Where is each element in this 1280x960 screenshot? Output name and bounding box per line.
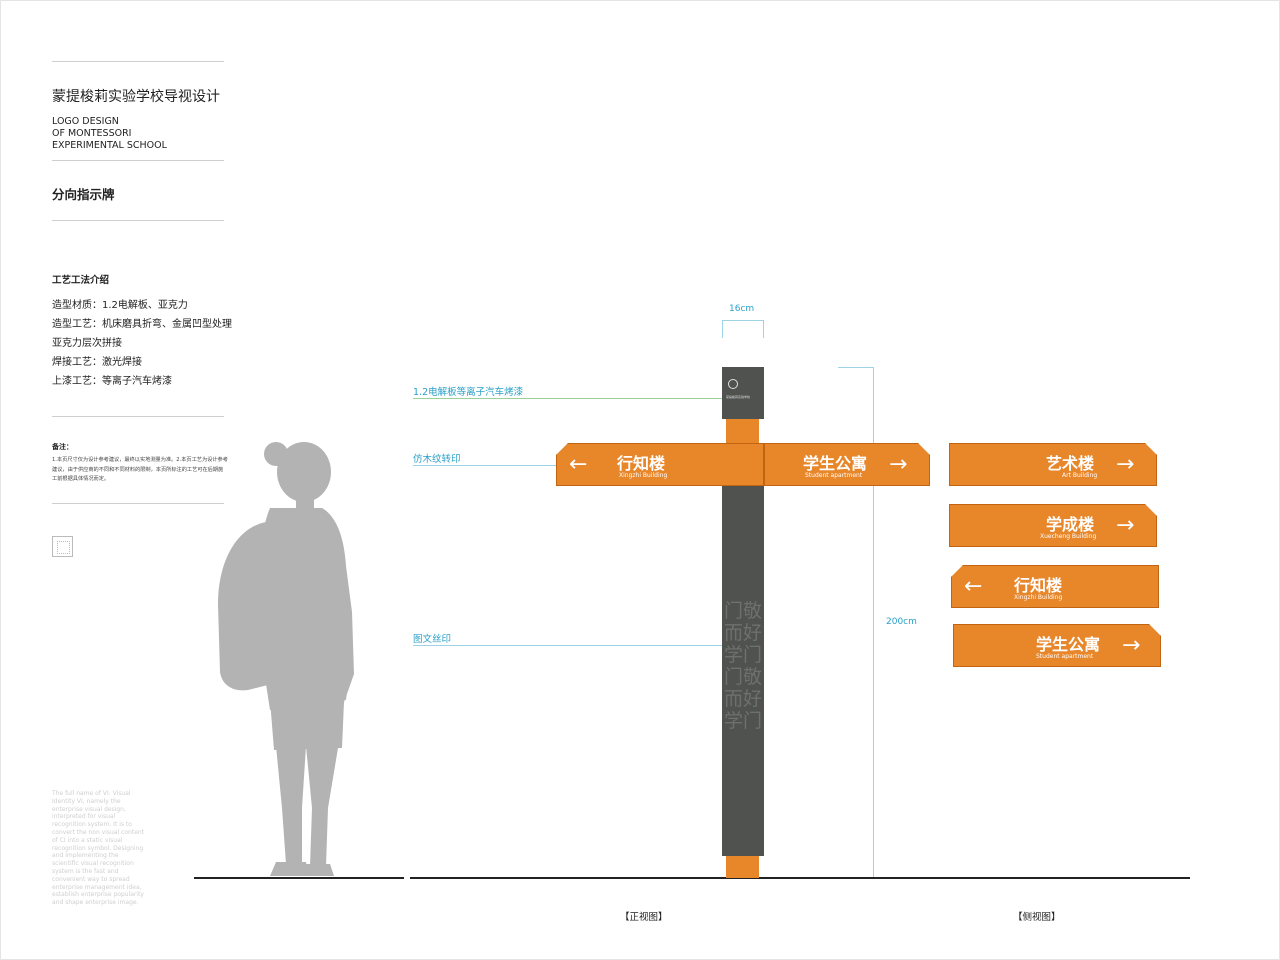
sign-label-cn: 学生公寓	[1036, 635, 1101, 654]
right-arrow-icon: →	[1116, 513, 1135, 538]
height-dimension: 200cm	[886, 617, 917, 627]
subtitle-line: LOGO DESIGN	[52, 116, 119, 127]
craft-line: 造型工艺：机床磨具折弯、金属凹型处理	[52, 319, 232, 330]
post-orange-band	[726, 419, 759, 443]
divider	[52, 220, 224, 221]
section-title: 分向指示牌	[52, 187, 115, 202]
left-arrow-icon: ←	[964, 574, 983, 599]
craft-line: 焊接工艺：激光焊接	[52, 357, 142, 368]
divider	[52, 61, 224, 62]
school-logo-icon	[728, 379, 738, 389]
note-title: 备注：	[52, 443, 73, 451]
note-body: 1.本页尺寸仅为设计参考建议，最终以实地测量为准。2.本页工艺为设计参考建议，由…	[52, 457, 228, 482]
side-sign-student-apartment: 学生公寓 Student apartment →	[953, 624, 1161, 667]
front-sign-right: 学生公寓 Student apartment →	[764, 443, 930, 486]
post-base	[726, 856, 759, 878]
sign-label-cn: 学生公寓	[803, 454, 868, 473]
sign-label-en: Xuecheng Building	[1040, 533, 1097, 540]
post-calligraphy-pattern: 门敬而好学门门敬而好学门	[723, 600, 762, 732]
en-description: The full name of VI: Visual Identity VI,…	[52, 790, 145, 907]
ground-line-person	[194, 877, 404, 879]
divider	[52, 160, 224, 161]
annotation-graphic-print: 图文丝印	[413, 634, 452, 645]
ground-line-sign	[410, 877, 1190, 879]
dimension-tick	[763, 320, 764, 338]
front-sign-left: ← 行知楼 Xingzhi Building	[556, 443, 764, 486]
dimension-tick	[722, 320, 723, 338]
side-view-label: 【侧视图】	[1013, 912, 1061, 923]
person-silhouette	[218, 442, 354, 876]
left-arrow-icon: ←	[569, 452, 588, 477]
side-sign-xuecheng-building: 学成楼 Xuecheng Building →	[949, 504, 1157, 547]
page-subtitle-en: LOGO DESIGN OF MONTESSORI EXPERIMENTAL S…	[52, 116, 167, 152]
annotation-leader	[413, 645, 722, 646]
sign-label-en: Art Building	[1062, 472, 1098, 479]
side-sign-xingzhi-building: ← 行知楼 Xingzhi Building	[951, 565, 1159, 608]
post-cap: 蒙提梭莉实验学校	[722, 367, 764, 419]
right-arrow-icon: →	[1116, 452, 1135, 477]
annotation-wood-print: 仿木纹转印	[413, 454, 461, 465]
craft-title: 工艺工法介绍	[52, 275, 110, 286]
post-body: 门敬而好学门门敬而好学门	[722, 486, 764, 856]
width-dimension: 16cm	[729, 304, 755, 314]
subtitle-line: EXPERIMENTAL SCHOOL	[52, 140, 167, 151]
post-logo-text: 蒙提梭莉实验学校	[726, 395, 751, 399]
sign-label-en: Xingzhi Building	[619, 472, 668, 479]
front-view-label: 【正视图】	[620, 912, 668, 923]
width-dimension-line	[722, 320, 764, 321]
sign-label-cn: 行知楼	[1014, 576, 1063, 595]
sign-label-en: Student apartment	[805, 472, 863, 479]
craft-line: 造型材质：1.2电解板、亚克力	[52, 300, 188, 311]
seal-stamp	[52, 536, 73, 557]
divider	[52, 503, 224, 504]
sign-label-cn: 学成楼	[1046, 515, 1095, 534]
divider	[52, 416, 224, 417]
right-arrow-icon: →	[1122, 633, 1141, 658]
craft-line: 上漆工艺：等离子汽车烤漆	[52, 376, 172, 387]
annotation-leader	[413, 398, 723, 399]
right-arrow-icon: →	[889, 452, 908, 477]
craft-list: 造型材质：1.2电解板、亚克力 造型工艺：机床磨具折弯、金属凹型处理 亚克力层次…	[52, 296, 232, 391]
side-sign-art-building: 艺术楼 Art Building →	[949, 443, 1157, 486]
subtitle-line: OF MONTESSORI	[52, 128, 132, 139]
sign-label-en: Student apartment	[1036, 653, 1094, 660]
page-title: 蒙提梭莉实验学校导视设计	[52, 89, 220, 105]
annotation-material: 1.2电解板等离子汽车烤漆	[413, 387, 524, 398]
sign-label-cn: 艺术楼	[1046, 454, 1095, 473]
craft-line: 亚克力层次拼接	[52, 338, 122, 349]
sign-label-en: Xingzhi Building	[1014, 594, 1063, 601]
sign-label-cn: 行知楼	[617, 454, 666, 473]
height-dimension-top	[838, 367, 874, 368]
height-dimension-line	[873, 367, 874, 877]
